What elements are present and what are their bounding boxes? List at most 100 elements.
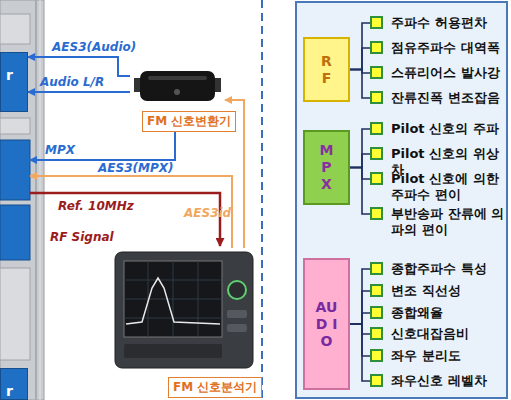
item-marker [370,66,383,79]
item-marker [370,284,383,297]
test-item: 종합주파수 특성 [370,261,511,277]
item-marker [370,262,383,275]
device-knob [228,281,246,299]
connector [350,269,370,324]
item-label: 잔류진폭 변조잡음 [391,90,511,106]
connector [350,313,370,324]
rack-module [0,205,30,260]
item-marker [370,327,383,340]
item-marker [370,122,383,135]
rack-module: r [0,368,28,400]
signal-label: AES3(MPX) [98,161,173,175]
test-item: 잔류진폭 변조잡음 [370,90,511,106]
connector [350,168,370,180]
device-led [174,89,180,95]
test-item: 주파수 허용편차 [370,15,511,31]
item-marker [370,147,383,160]
node-label: FM 신호분석기 [168,377,262,398]
rack-panel [0,118,30,134]
divider-line [261,0,263,400]
device-keypad [124,344,222,358]
item-label: 점유주파수 대역폭 [391,40,511,56]
test-item: Pilot 신호의 주파 [370,121,511,137]
item-marker [370,16,383,29]
equipment-rack [0,0,44,400]
connector [350,70,370,99]
connector [350,324,370,381]
device-screen [124,261,222,337]
rack-rail [40,0,41,400]
signal-label: MPX [45,143,75,157]
item-label: 주파수 허용편차 [391,15,511,31]
item-label: 신호대잡음비 [391,326,511,342]
node-label: r [6,67,13,83]
item-marker [370,91,383,104]
item-label: 좌우 분리도 [391,348,511,364]
item-label: 변조 직선성 [391,283,511,299]
category-label: R F [315,53,339,87]
mpx-wire [30,132,175,160]
device-body [115,252,253,368]
connector-label: Audio L/R [40,75,104,89]
device-button [227,324,247,332]
category-box: R F [303,37,350,102]
node-label: r [6,383,13,399]
connector [350,154,370,168]
connector-label: AES3(Audio) [52,40,136,54]
device-detail [148,76,207,80]
rack-panel [0,268,30,360]
item-marker [370,207,383,220]
converter-device [130,68,225,110]
item-label: 좌우신호 레벨차 [391,373,511,389]
rack-panel [0,14,30,44]
connector [28,57,130,76]
test-item: 부반송파 잔류에 의 파의 편이 [370,206,511,238]
test-item: 변조 직선성 [370,283,511,299]
category-box: AU D I O [303,258,350,390]
item-label: 종합주파수 특성 [391,261,511,277]
test-item: Pilot 신호에 의한 주파수 편이 [370,171,511,203]
test-item: 종합왜율 [370,305,511,321]
node-label: FM 신호변환기 [142,111,236,132]
category-box: MP X [303,130,350,205]
device-body [140,71,215,101]
signal-converter: FM 신호변환기 [130,68,225,132]
item-label: Pilot 신호의 주파 [391,121,511,137]
test-item: 점유주파수 대역폭 [370,40,511,56]
item-label: 부반송파 잔류에 의 파의 편이 [391,206,511,238]
item-label: 스퓨리어스 발사강 [391,65,511,81]
signal-label: Ref. 10MHz [58,199,134,213]
test-item: 스퓨리어스 발사강 [370,65,511,81]
connector [350,48,370,70]
signal-label: RF Signal [50,230,114,244]
connector [350,23,370,70]
item-label: 종합왜율 [391,305,511,321]
connector [350,291,370,324]
device-button [227,310,247,318]
item-marker [370,349,383,362]
connector [350,324,370,334]
item-marker [370,306,383,319]
aes3-mpx-wire [30,176,232,248]
rack-module: r [0,52,28,112]
item-label: Pilot 신호에 의한 주파수 편이 [391,171,511,203]
rack-rail [35,0,37,400]
signal-analyzer: FM 신호분석기 [112,248,258,398]
test-item: 신호대잡음비 [370,326,511,342]
connector-label: AES3id [184,206,231,220]
item-marker [370,41,383,54]
category-label: MP X [315,142,339,193]
connector [350,168,370,215]
category-label: AU D I O [315,299,339,350]
connector [28,91,130,93]
screen-grid [124,261,222,337]
test-item: 좌우 분리도 [370,348,511,364]
item-marker [370,374,383,387]
screen-trace [126,278,220,324]
analyzer-device [112,248,258,376]
rack-module [0,140,30,200]
test-item: 좌우신호 레벨차 [370,373,511,389]
connector [350,129,370,168]
connector [350,324,370,356]
